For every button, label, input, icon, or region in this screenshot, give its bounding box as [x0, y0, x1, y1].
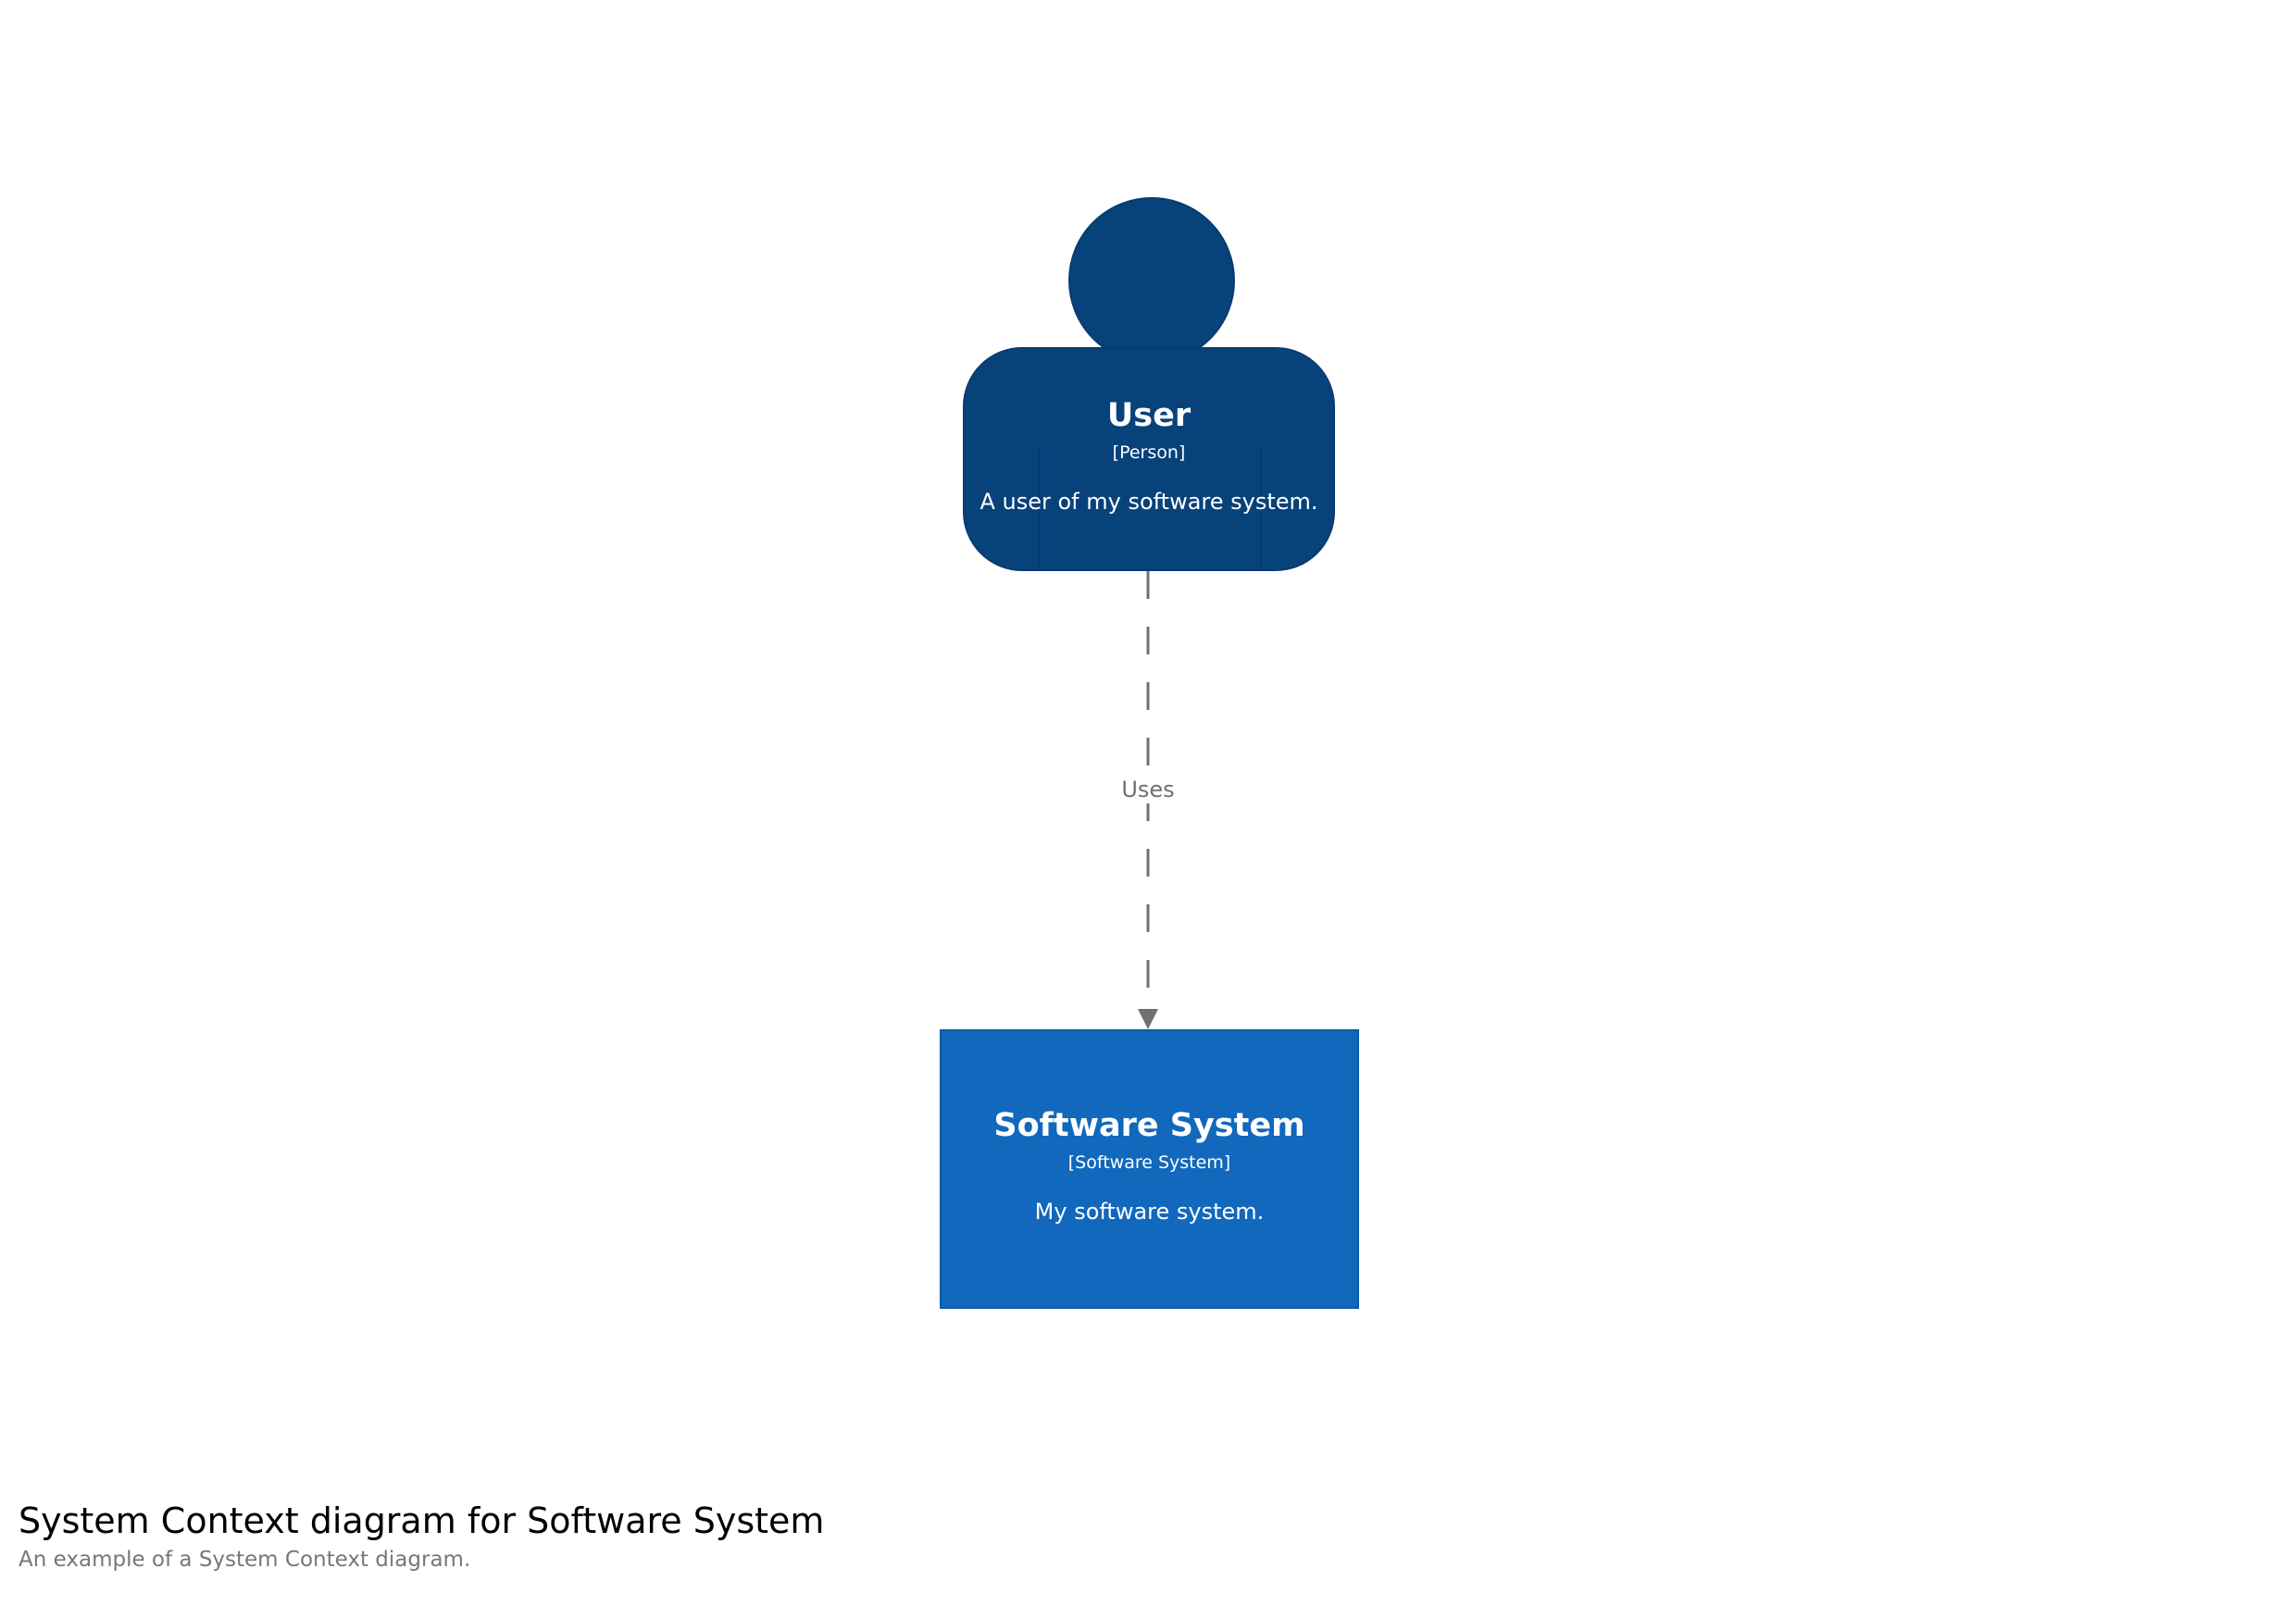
software-system-box[interactable]: Software System [Software System] My sof… — [940, 1029, 1359, 1309]
person-user[interactable]: User [Person] A user of my software syst… — [963, 347, 1335, 571]
element-type: [Software System] — [1067, 1152, 1231, 1173]
element-name: User — [1106, 397, 1192, 434]
person-head[interactable] — [1068, 197, 1235, 364]
person-arm-divider-right — [1260, 446, 1262, 571]
diagram-description: An example of a System Context diagram. — [19, 1548, 471, 1572]
person-content: User [Person] A user of my software syst… — [965, 397, 1333, 516]
element-type: [Person] — [1112, 442, 1186, 463]
relationship-label[interactable]: Uses — [1055, 776, 1241, 803]
arrowhead — [1138, 1009, 1158, 1029]
element-name: Software System — [993, 1107, 1305, 1144]
diagram-title: System Context diagram for Software Syst… — [19, 1500, 825, 1541]
element-description: My software system. — [1034, 1199, 1265, 1225]
software-system-content: Software System [Software System] My sof… — [942, 1107, 1357, 1226]
element-description: A user of my software system. — [980, 489, 1318, 515]
person-arm-divider-left — [1038, 446, 1040, 571]
